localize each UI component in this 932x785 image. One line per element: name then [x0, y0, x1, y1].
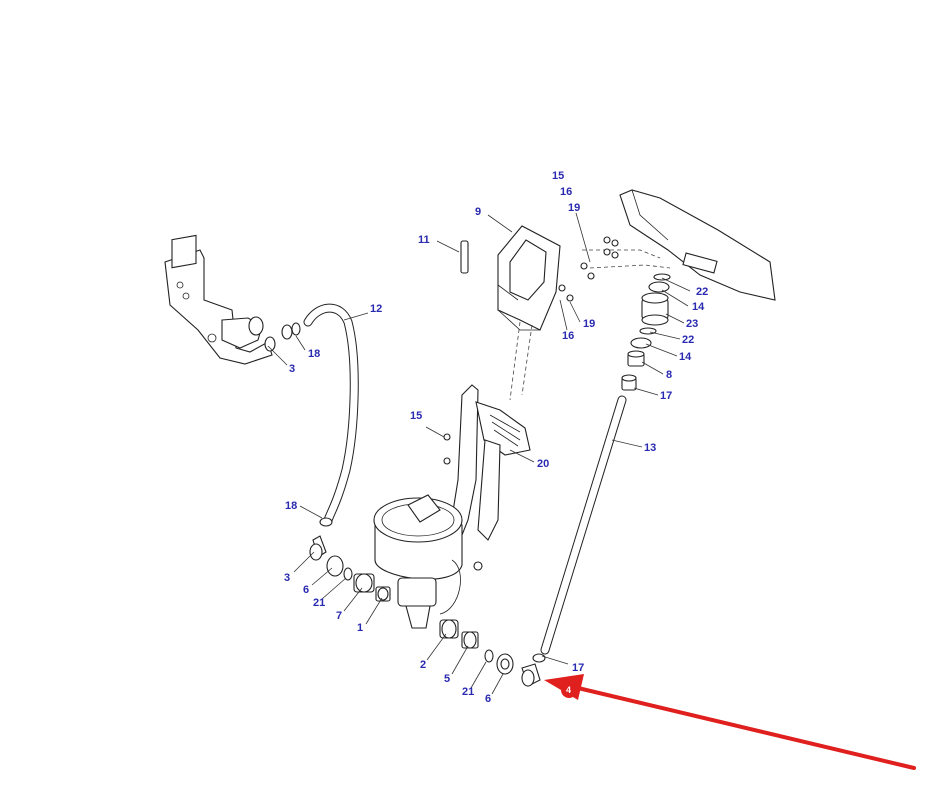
bolts-top: [558, 236, 619, 302]
label-15-top: 15: [552, 170, 564, 182]
badge-label-4: 4: [566, 685, 571, 695]
label-6-right: 6: [485, 693, 491, 705]
column-assembly-20: [443, 384, 531, 541]
part-labels: 15 16 19 9 11 12 18 3 22 14 23 22 14 8 1…: [284, 170, 708, 705]
bracket-assembly-left: [164, 234, 276, 365]
label-16-mid: 16: [562, 330, 574, 342]
label-16-top: 16: [560, 186, 572, 198]
label-14-a: 14: [692, 301, 705, 313]
part-4-badge[interactable]: 4: [561, 682, 577, 698]
label-12: 12: [370, 303, 382, 315]
pump-drum: [373, 494, 483, 629]
label-13: 13: [644, 442, 656, 454]
tube-13: [540, 395, 627, 655]
label-14-b: 14: [679, 351, 692, 363]
arm-plate-top-right: [619, 189, 776, 301]
label-6-left: 6: [303, 584, 309, 596]
fitting-18-upper: [281, 322, 301, 340]
label-1: 1: [357, 622, 363, 634]
label-18-lower: 18: [285, 500, 297, 512]
bracket-9: [497, 225, 561, 331]
label-23: 23: [686, 318, 698, 330]
label-19-top: 19: [568, 202, 580, 214]
label-8: 8: [666, 369, 672, 381]
label-22-a: 22: [696, 286, 708, 298]
label-20: 20: [537, 458, 549, 470]
component-stack-right: [621, 273, 671, 391]
fittings-lower-right: [439, 619, 546, 687]
highlight-arrow: [544, 674, 916, 770]
label-17-upper: 17: [660, 390, 672, 402]
label-21-left: 21: [313, 597, 325, 609]
leader-lines: [267, 212, 691, 695]
label-19-mid: 19: [583, 318, 595, 330]
label-15-mid: 15: [410, 410, 422, 422]
label-9: 9: [475, 206, 481, 218]
label-2: 2: [420, 659, 426, 671]
badge-circle: [561, 682, 577, 698]
label-11: 11: [418, 234, 430, 246]
label-7: 7: [336, 610, 342, 622]
label-22-b: 22: [682, 334, 694, 346]
label-3-lower: 3: [284, 572, 290, 584]
label-3-upper: 3: [289, 363, 295, 375]
label-5: 5: [444, 673, 450, 685]
label-17-lower: 17: [572, 662, 584, 674]
dashed-guides: [509, 249, 671, 401]
fittings-lower-left: [309, 535, 391, 602]
hose-12: [303, 303, 359, 527]
label-21-right: 21: [462, 686, 474, 698]
pin-11: [460, 240, 469, 274]
label-18-upper: 18: [308, 348, 320, 360]
